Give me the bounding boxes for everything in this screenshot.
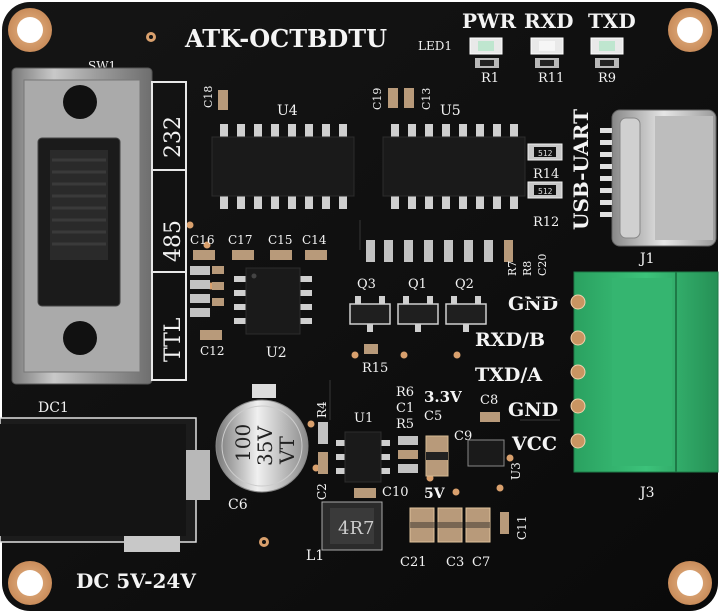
- pcb-traces: [329, 220, 560, 421]
- via-pads: [146, 32, 514, 547]
- res-marking-1: 512: [538, 149, 553, 158]
- c18-label: C18: [202, 86, 215, 108]
- chip-u2: U2: [234, 267, 312, 361]
- mode-switch[interactable]: SW1 232 485 TTL: [11, 59, 187, 385]
- r14-label: R14: [533, 167, 559, 182]
- c7-label: C7: [472, 555, 490, 570]
- q3-label: Q3: [357, 277, 376, 292]
- c10-label: C10: [382, 485, 409, 500]
- c16-label: C16: [190, 233, 214, 247]
- top-capacitors: C18 C19 C13: [202, 86, 433, 110]
- u1-label: U1: [354, 411, 373, 426]
- j1-label: J1: [638, 251, 655, 267]
- c3-label: C3: [446, 555, 464, 570]
- c2-label: C2: [315, 483, 329, 500]
- pwr-label: PWR: [462, 9, 517, 33]
- res-marking-2: 512: [538, 187, 553, 196]
- v5-label: 5V: [424, 486, 446, 502]
- l1-label: L1: [306, 548, 324, 564]
- c15-label: C15: [268, 233, 292, 247]
- c5-label: C5: [424, 409, 442, 424]
- q1-label: Q1: [408, 277, 427, 292]
- dc-power-jack[interactable]: DC1 DC 5V-24V: [0, 400, 210, 593]
- transistors: Q3 Q1 Q2 R15: [349, 277, 487, 376]
- terminal-pin-txd-a: TXD/A: [475, 364, 542, 386]
- output-capacitors: C21 C3 C7 C11: [400, 507, 529, 570]
- r4-label: R4: [315, 401, 329, 418]
- r11-label: R11: [538, 71, 564, 86]
- r1-label: R1: [481, 71, 499, 86]
- dc-input-label: DC 5V-24V: [76, 569, 196, 593]
- c14-label: C14: [302, 233, 327, 247]
- chip-u1: U1: [336, 411, 390, 483]
- electrolytic-capacitor: 100 35V VT C6: [215, 384, 309, 513]
- c1-label: C1: [396, 401, 414, 416]
- c13-label: C13: [420, 88, 433, 110]
- q2-label: Q2: [455, 277, 474, 292]
- inductor-marking: 4R7: [338, 518, 374, 539]
- r5-label: R5: [396, 417, 414, 432]
- cap-voltage: 35V: [253, 426, 277, 466]
- u4-label: U4: [277, 103, 298, 119]
- inductor: 4R7 L1: [306, 501, 383, 564]
- usb-c-connector[interactable]: USB-UART J1: [569, 109, 717, 267]
- led-indicator-group: PWR RXD TXD LED1 R1 R11 R9: [418, 9, 636, 86]
- chip-u4: U4: [211, 103, 355, 209]
- txd-label: TXD: [588, 9, 636, 33]
- r8-label: R8: [521, 261, 534, 276]
- v33-label: 3.3V: [424, 388, 462, 406]
- switch-pos-ttl: TTL: [161, 317, 186, 362]
- led1-label: LED1: [418, 39, 452, 53]
- terminal-pin-gnd2: GND: [508, 399, 558, 421]
- c11-label: C11: [515, 516, 529, 540]
- c21-label: C21: [400, 555, 427, 570]
- regulator-passives: R4 C2: [315, 401, 329, 500]
- c20-label: C20: [536, 254, 549, 276]
- c12-label: C12: [200, 344, 224, 358]
- terminal-pin-vcc: VCC: [511, 433, 557, 455]
- switch-pos-485: 485: [161, 220, 186, 262]
- chip-u5: U5: [382, 103, 526, 209]
- mounting-holes: [8, 8, 712, 605]
- terminal-pin-gnd1: GND: [508, 293, 558, 315]
- u3-label: U3: [509, 462, 523, 480]
- rxd-label: RXD: [524, 9, 573, 33]
- power-section: R6 C1 R5 3.3V C5 C8 C9 U3 C10 5V: [354, 385, 523, 502]
- r9-label: R9: [598, 71, 616, 86]
- dc1-label: DC1: [38, 400, 69, 416]
- c19-label: C19: [371, 88, 384, 110]
- cap-series: VT: [275, 436, 299, 465]
- switch-pos-232: 232: [161, 116, 186, 158]
- usb-uart-label: USB-UART: [569, 109, 593, 230]
- u2-resistor-cluster: C12: [190, 266, 224, 358]
- r6-label: R6: [396, 385, 414, 400]
- r15-label: R15: [362, 361, 388, 376]
- usb-resistors: 512 R14 512 R12: [527, 143, 563, 230]
- c8-label: C8: [480, 393, 498, 408]
- terminal-block[interactable]: GND RXD/B TXD/A GND VCC J3: [475, 271, 719, 501]
- terminal-pin-rxd-b: RXD/B: [475, 329, 545, 351]
- cap-value: 100: [231, 424, 255, 462]
- c6-label: C6: [228, 497, 248, 513]
- mid-resistors: R7 R8 C20: [366, 240, 549, 276]
- c17-label: C17: [228, 233, 252, 247]
- board-title: ATK-OCTBDTU: [184, 24, 387, 53]
- cap-row: C16 C17 C15 C14: [190, 233, 327, 260]
- j3-label: J3: [638, 485, 655, 501]
- r12-label: R12: [533, 215, 559, 230]
- u2-label: U2: [266, 345, 287, 361]
- u5-label: U5: [440, 103, 461, 119]
- r7-label: R7: [506, 261, 519, 276]
